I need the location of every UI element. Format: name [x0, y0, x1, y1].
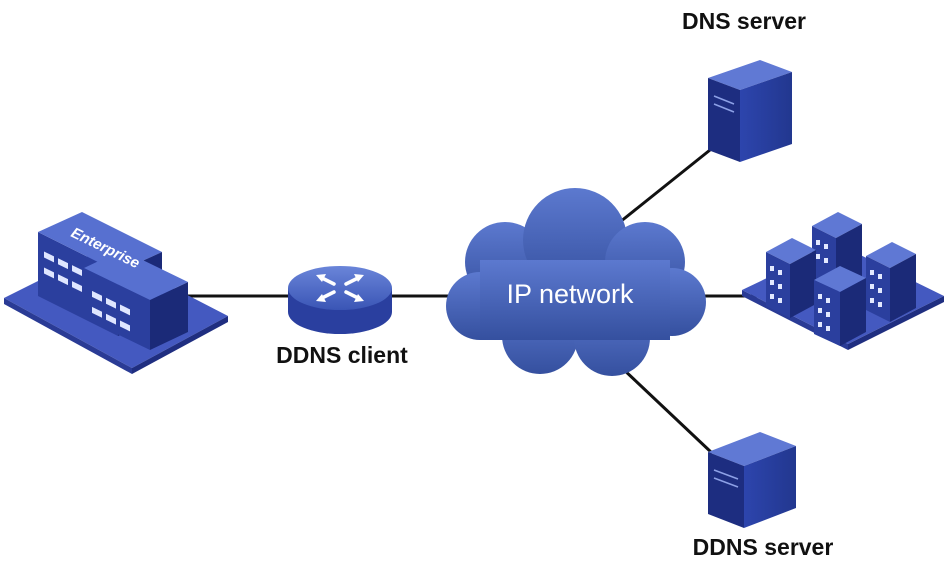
server-tower-icon: [708, 60, 792, 162]
router-icon: [288, 266, 392, 334]
server-tower-icon: [708, 432, 796, 528]
link-cloud-ddns-server: [620, 366, 714, 455]
cloud-icon: [446, 188, 706, 376]
ddns-client-label: DDNS client: [276, 342, 408, 368]
link-cloud-dns-server: [619, 148, 711, 224]
building-cluster-icon: [742, 212, 944, 350]
links: [188, 148, 765, 455]
ddns-server-label: DDNS server: [692, 534, 834, 560]
ip-network-label: IP network: [506, 279, 634, 309]
enterprise-building-icon: Enterprise: [4, 212, 228, 374]
dns-server-label: DNS server: [681, 8, 807, 34]
